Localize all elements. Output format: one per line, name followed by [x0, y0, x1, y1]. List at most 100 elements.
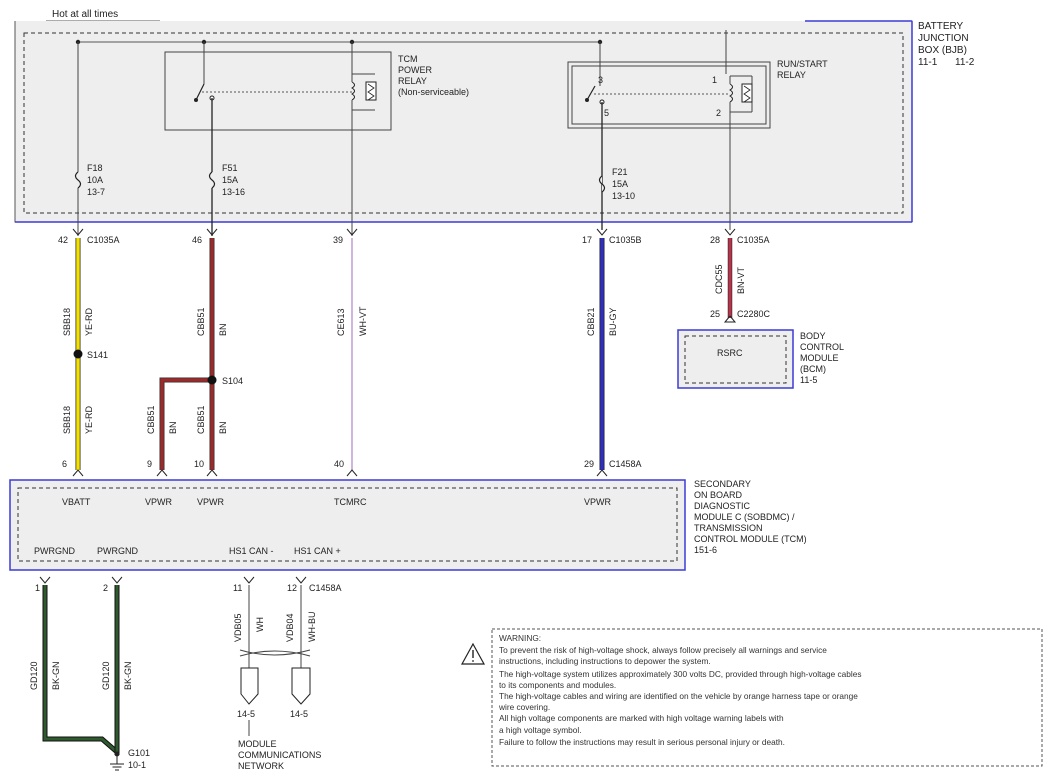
network-ref-1: 14-5 [237, 709, 255, 719]
warning-line: To prevent the risk of high-voltage shoc… [499, 645, 827, 655]
warning-line: The high-voltage cables and wiring are i… [499, 691, 858, 701]
hot-at-all-times-label: Hot at all times [52, 9, 118, 20]
warning-title: WARNING: [499, 633, 541, 643]
wire-label-color: BK-GN [123, 661, 133, 690]
tcm-name-3: DIAGNOSTIC [694, 501, 751, 511]
tcm-name-4: MODULE C (SOBDMC) / [694, 512, 795, 522]
tcm-signal-hs1-can-minus: HS1 CAN - [229, 546, 274, 556]
fuse-f51 [208, 132, 216, 236]
tcm-name-2: ON BOARD [694, 490, 743, 500]
wire-label-circuit: CDC55 [714, 264, 724, 294]
tcm-pin-29: 29 [584, 459, 594, 469]
bcm-name-2: CONTROL [800, 342, 844, 352]
warning-line: instructions, including instructions to … [499, 656, 711, 666]
warning-line: All high voltage components are marked w… [499, 713, 784, 723]
tcm-pin-9: 9 [147, 459, 152, 469]
run-start-relay [567, 30, 771, 230]
bjb-conn-c1035a-2: C1035A [737, 235, 770, 245]
wire-label-circuit: CBB51 [196, 307, 206, 336]
tcm-name-6: CONTROL MODULE (TCM) [694, 534, 807, 544]
splice-s104 [207, 375, 217, 385]
network-label-1: MODULE [238, 739, 277, 749]
wire-label-circuit: CBB51 [196, 405, 206, 434]
fuse-f51-name: F51 [222, 163, 238, 173]
tcm-relay-label-3: RELAY [398, 76, 427, 86]
network-label-2: COMMUNICATIONS [238, 750, 321, 760]
bjb-name-2: JUNCTION [918, 33, 969, 44]
bcm-name-3: MODULE [800, 353, 839, 363]
battery-junction-box [14, 20, 913, 223]
tcm-pin-12: 12 [287, 583, 297, 593]
ground-symbol [110, 751, 124, 771]
ground-name: G101 [128, 748, 150, 758]
bjb-conn-c1035a: C1035A [87, 235, 120, 245]
tcm-pin-2: 2 [103, 583, 108, 593]
bjb-pin-17: 17 [582, 235, 592, 245]
wire-label-circuit: SBB18 [62, 308, 72, 336]
bcm-ref: 11-5 [800, 375, 817, 385]
wire-label-color: BU-GY [608, 307, 618, 336]
wire-label-color: BK-GN [51, 661, 61, 690]
tcm-conn-c1458a-2: C1458A [309, 583, 342, 593]
tcm-signal-vbatt: VBATT [62, 497, 91, 507]
fuse-f18-ref: 13-7 [87, 187, 105, 197]
warning-line: to its components and modules. [499, 680, 616, 690]
wire-label-circuit: GD120 [29, 661, 39, 690]
bjb-conn-c1035b: C1035B [609, 235, 642, 245]
tcm-relay-label-1: TCM [398, 54, 418, 64]
wire-label-color: WH-BU [307, 612, 317, 643]
network-connector-icon [291, 667, 311, 705]
wire-label-circuit: VDB05 [233, 613, 243, 642]
fuse-f51-amps: 15A [222, 175, 238, 185]
tcm-conn-c1458a: C1458A [609, 459, 642, 469]
wire-label-circuit: CBB51 [146, 405, 156, 434]
wire-label-circuit: GD120 [101, 661, 111, 690]
network-label-3: NETWORK [238, 761, 284, 771]
bjb-pin-39: 39 [333, 235, 343, 245]
tcm-signal-tcmrc: TCMRC [334, 497, 367, 507]
bcm-name-4: (BCM) [800, 364, 826, 374]
bjb-pin-46: 46 [192, 235, 202, 245]
bcm-name-1: BODY [800, 331, 826, 341]
bcm-signal: RSRC [717, 348, 743, 358]
bjb-pin-42: 42 [58, 235, 68, 245]
tcm-pin-1: 1 [35, 583, 40, 593]
tcm-name-5: TRANSMISSION [694, 523, 763, 533]
wire-label-color: WH-VT [358, 306, 368, 336]
bcm-pin: 25 [710, 309, 720, 319]
wire-label-circuit: VDB04 [285, 613, 295, 642]
fuse-f18-amps: 10A [87, 175, 103, 185]
wire-label-color: BN [218, 323, 228, 336]
warning-line: Failure to follow the instructions may r… [499, 737, 785, 747]
wire-label-color: BN [168, 421, 178, 434]
tcm-pin-40: 40 [334, 459, 344, 469]
splice-s141-label: S141 [87, 350, 108, 360]
warning-line: The high-voltage system utilizes approxi… [499, 669, 862, 679]
fuse-f18-name: F18 [87, 163, 103, 173]
fuse-f51-ref: 13-16 [222, 187, 245, 197]
rsr-pin-3: 3 [598, 75, 603, 85]
bjb-pin-28: 28 [710, 235, 720, 245]
wire-label-color: BN [218, 421, 228, 434]
rsr-pin-5: 5 [604, 108, 609, 118]
tcm-relay-note: (Non-serviceable) [398, 87, 469, 97]
tcm-signal-pwrgnd: PWRGND [97, 546, 138, 556]
body-control-module [677, 315, 794, 389]
fuse-f21-name: F21 [612, 167, 628, 177]
wire-cbb51 [159, 238, 215, 470]
wire-label-circuit: SBB18 [62, 406, 72, 434]
rsr-pin-2: 2 [716, 108, 721, 118]
network-ref-2: 14-5 [290, 709, 308, 719]
tcm-module-box [9, 479, 686, 571]
bjb-connector-arrows [72, 228, 736, 236]
wire-label-color: BN-VT [736, 266, 746, 294]
tcm-signal-hs1-can-plus: HS1 CAN + [294, 546, 341, 556]
wire-label-color: WH [255, 617, 265, 632]
warning-box [491, 628, 1043, 767]
tcm-signal-vpwr: VPWR [584, 497, 612, 507]
tcm-pin-10: 10 [194, 459, 204, 469]
tcm-power-relay [164, 42, 392, 132]
bcm-connector: C2280C [737, 309, 771, 319]
